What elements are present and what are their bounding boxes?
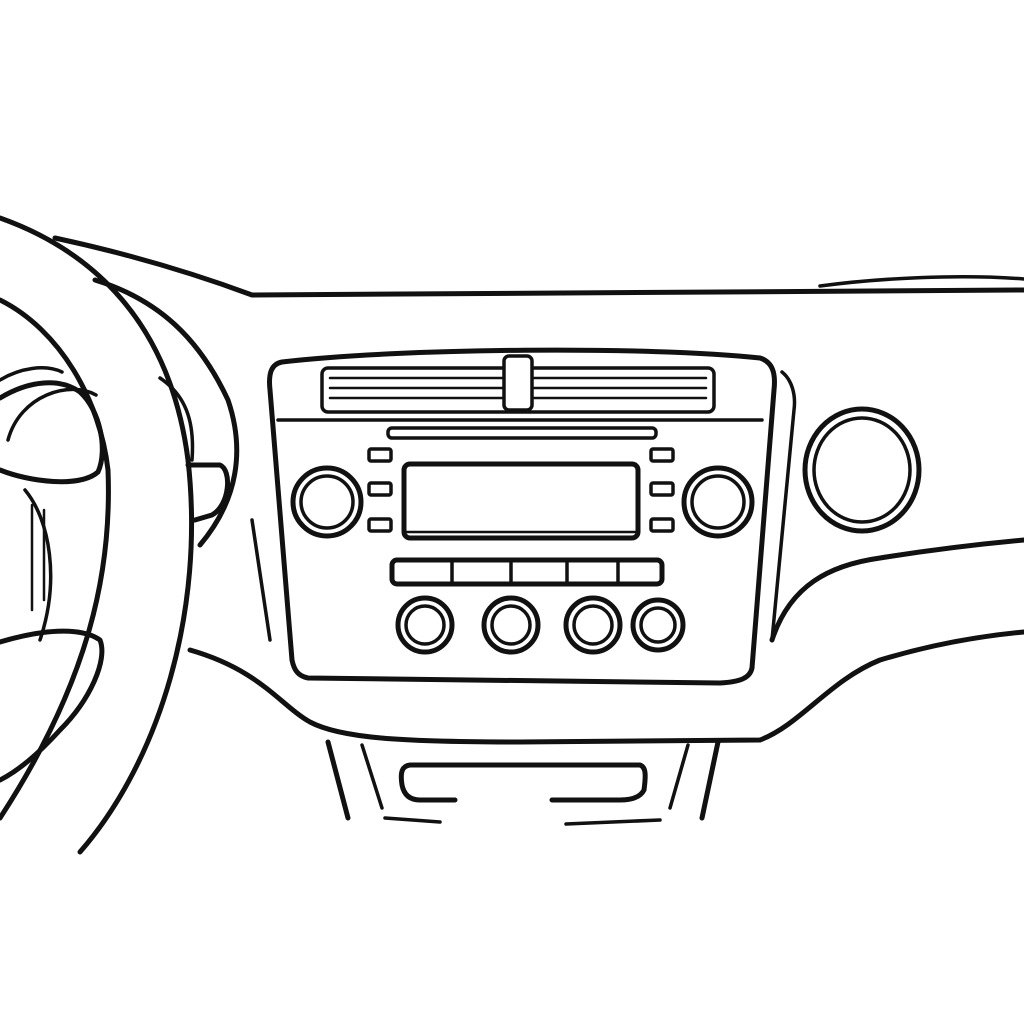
preset-button[interactable] bbox=[649, 481, 675, 497]
knob-inner-ring bbox=[490, 604, 532, 646]
steering-column-inner bbox=[158, 376, 195, 462]
preset-button[interactable] bbox=[367, 481, 393, 497]
lower-console bbox=[325, 739, 721, 826]
console-bezel-outline bbox=[267, 347, 777, 686]
center-air-vent[interactable] bbox=[320, 354, 716, 414]
preset-button[interactable] bbox=[649, 517, 675, 533]
preset-buttons-right bbox=[649, 447, 675, 533]
steering-wheel-outer-rim bbox=[0, 215, 195, 855]
dashboard-top-edge bbox=[52, 235, 1024, 298]
rotary-knob-icon bbox=[563, 595, 623, 655]
climate-knob-3[interactable] bbox=[563, 595, 623, 655]
right-air-vent[interactable] bbox=[802, 406, 922, 534]
lower-console-right-edge bbox=[699, 739, 721, 821]
storage-tray[interactable] bbox=[398, 762, 648, 803]
volume-knob[interactable] bbox=[290, 465, 364, 539]
knob-inner-ring bbox=[639, 606, 677, 644]
instrument-hood-edge bbox=[0, 366, 64, 382]
knob-inner-ring bbox=[572, 604, 614, 646]
steering-hub-upper bbox=[0, 380, 105, 485]
steering-hub-arc bbox=[6, 387, 98, 442]
lower-console-left-edge bbox=[325, 739, 351, 821]
rotary-knob-icon bbox=[681, 465, 755, 539]
radio-display-unit bbox=[401, 461, 641, 541]
function-bar-frame bbox=[389, 557, 665, 587]
dashboard-lower-sweep bbox=[187, 629, 1024, 745]
steering-spoke-lower bbox=[0, 628, 105, 783]
preset-button[interactable] bbox=[367, 447, 393, 463]
knob-inner-ring bbox=[299, 474, 355, 530]
radio-display-icon bbox=[401, 461, 641, 541]
dashboard-body bbox=[52, 235, 1024, 745]
vent-adjuster-tab[interactable] bbox=[502, 354, 534, 412]
rotary-knob-icon bbox=[481, 595, 541, 655]
steering-hub-side bbox=[23, 488, 53, 642]
center-console bbox=[250, 347, 797, 686]
air-vent-icon bbox=[802, 406, 922, 534]
lower-console-bottom-left bbox=[383, 816, 442, 824]
console-bezel-right-edge bbox=[770, 370, 797, 642]
console-bezel-left-edge bbox=[250, 518, 272, 642]
climate-controls bbox=[395, 595, 686, 655]
steering-column-curve bbox=[92, 277, 240, 548]
steering-wheel-inner-rim bbox=[0, 297, 111, 821]
knob-inner-ring bbox=[404, 604, 446, 646]
lower-console-inner-left bbox=[360, 743, 384, 810]
glovebox-upper-curve bbox=[769, 537, 1024, 643]
preset-button[interactable] bbox=[649, 447, 675, 463]
preset-buttons-left bbox=[367, 447, 393, 533]
lower-console-inner-right bbox=[668, 743, 690, 810]
turn-signal-stalk bbox=[185, 462, 231, 523]
climate-knob-2[interactable] bbox=[481, 595, 541, 655]
knob-inner-ring bbox=[690, 474, 746, 530]
climate-knob-1[interactable] bbox=[395, 595, 455, 655]
dashboard-top-highlight bbox=[818, 275, 1024, 288]
lower-console-bottom-right bbox=[564, 818, 662, 826]
climate-knob-4[interactable] bbox=[630, 597, 686, 653]
function-button-bar bbox=[389, 557, 665, 587]
steering-wheel bbox=[0, 215, 240, 855]
vent-inner-ring bbox=[812, 416, 912, 524]
preset-button[interactable] bbox=[367, 517, 393, 533]
rotary-knob-icon bbox=[395, 595, 455, 655]
tuning-knob[interactable] bbox=[681, 465, 755, 539]
rotary-knob-icon bbox=[630, 597, 686, 653]
cd-slot[interactable] bbox=[386, 426, 658, 440]
rotary-knob-icon bbox=[290, 465, 364, 539]
